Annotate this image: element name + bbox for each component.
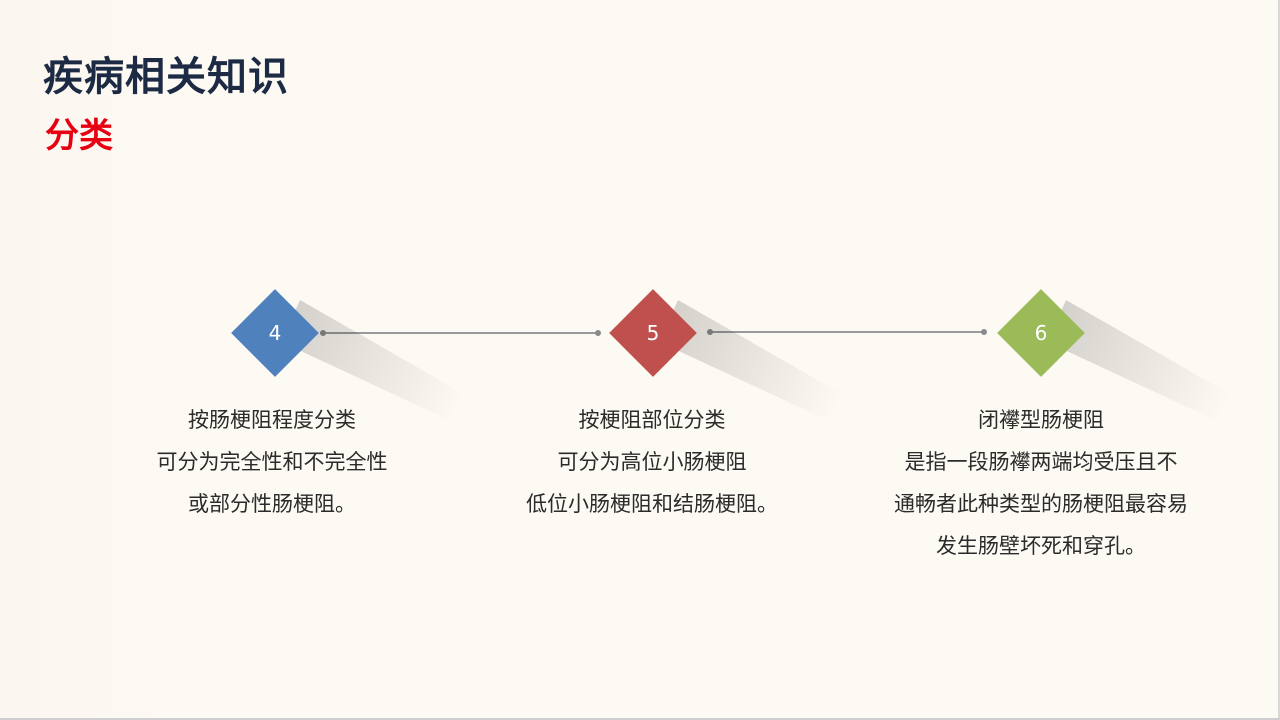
step-5-line: 可分为高位小肠梗阻 <box>557 450 747 474</box>
step-5-line: 低位小肠梗阻和结肠梗阻。 <box>526 492 778 516</box>
step-5-text: 按梗阻部位分类 可分为高位小肠梗阻 低位小肠梗阻和结肠梗阻。 <box>462 399 842 525</box>
step-5-line: 按梗阻部位分类 <box>578 408 726 432</box>
step-4-line: 按肠梗阻程度分类 <box>188 408 356 432</box>
connector-4-5 <box>320 330 601 336</box>
step-6-line: 发生肠壁坏死和穿孔。 <box>936 534 1146 558</box>
step-4-number: 4 <box>268 321 282 345</box>
step-5-number: 5 <box>646 321 660 345</box>
page-title: 疾病相关知识 <box>43 54 289 100</box>
step-6-line: 是指一段肠襻两端均受压且不 <box>904 450 1178 474</box>
step-4-line: 可分为完全性和不完全性 <box>156 450 388 474</box>
connector-5-6 <box>707 329 987 335</box>
step-6-number: 6 <box>1034 321 1048 345</box>
step-4-line: 或部分性肠梗阻。 <box>188 492 356 516</box>
right-border <box>1278 0 1280 720</box>
step-6-line: 闭襻型肠梗阻 <box>978 408 1104 432</box>
bottom-border <box>0 718 1280 720</box>
step-4-text: 按肠梗阻程度分类 可分为完全性和不完全性 或部分性肠梗阻。 <box>82 399 462 525</box>
step-6-text: 闭襻型肠梗阻 是指一段肠襻两端均受压且不 通畅者此种类型的肠梗阻最容易 发生肠壁… <box>851 399 1231 567</box>
left-decor-strip <box>0 0 170 720</box>
step-6-line: 通畅者此种类型的肠梗阻最容易 <box>894 492 1188 516</box>
page-subtitle: 分类 <box>45 116 113 156</box>
